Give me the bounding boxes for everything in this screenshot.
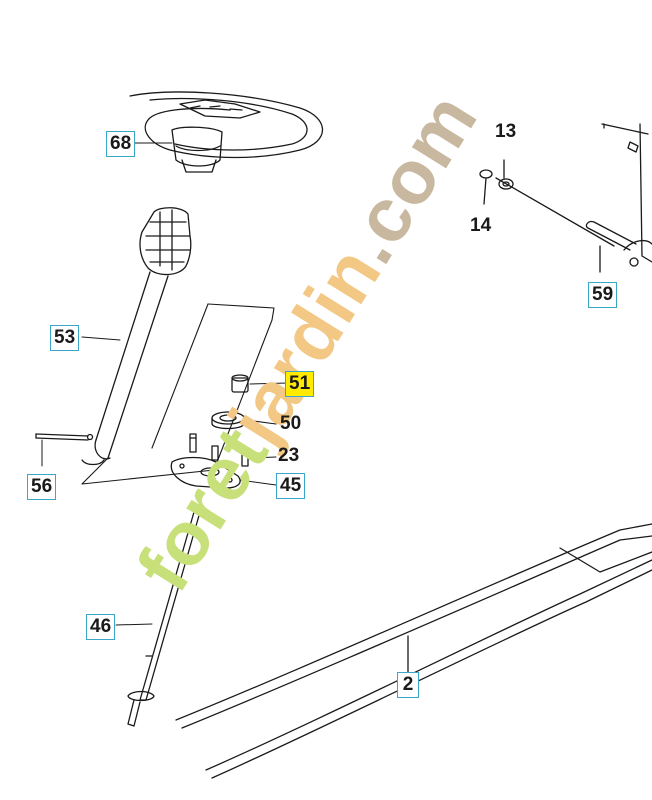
part-label-45[interactable]: 45 <box>276 473 306 499</box>
leader-lines <box>41 142 289 626</box>
steering-column <box>81 207 192 466</box>
frame-rod <box>175 523 652 779</box>
part-label-23[interactable]: 23 <box>278 445 300 466</box>
bolts <box>189 433 249 467</box>
part-label-59[interactable]: 59 <box>588 282 618 308</box>
pin <box>35 433 94 441</box>
part-label-14[interactable]: 14 <box>470 215 492 236</box>
part-label-13[interactable]: 13 <box>495 121 517 142</box>
part-label-50[interactable]: 50 <box>280 413 302 434</box>
part-label-2[interactable]: 2 <box>397 672 419 698</box>
flange-plate <box>170 456 241 489</box>
part-label-51[interactable]: 51 <box>285 371 315 397</box>
nut <box>231 374 249 393</box>
part-label-68[interactable]: 68 <box>106 131 136 157</box>
kit-outline <box>81 303 275 485</box>
part-label-56[interactable]: 56 <box>27 474 57 500</box>
steering-wheel <box>129 91 324 173</box>
bearing <box>211 411 245 430</box>
lower-shaft <box>127 508 201 727</box>
part-label-53[interactable]: 53 <box>50 325 80 351</box>
part-label-46[interactable]: 46 <box>86 614 116 640</box>
right-assembly <box>479 123 652 273</box>
